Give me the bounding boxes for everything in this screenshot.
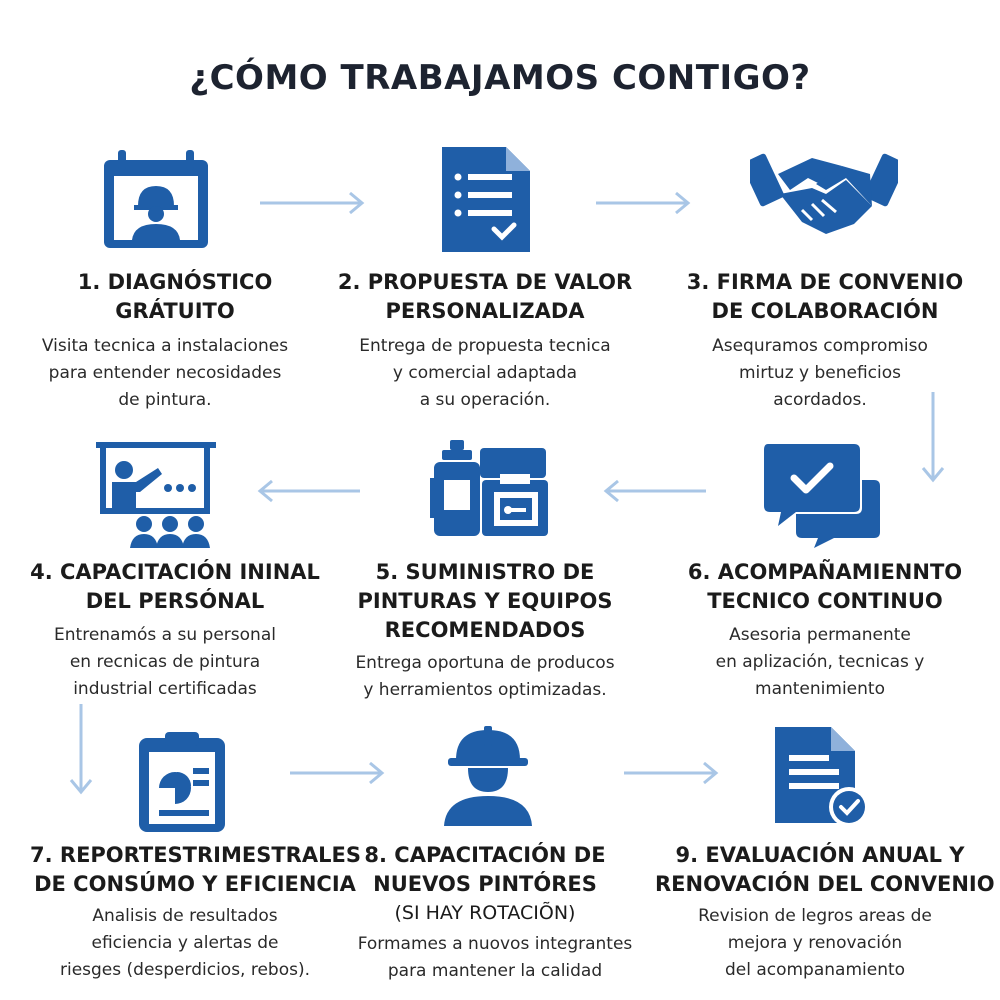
chat-check-icon [762, 442, 882, 548]
arrow-right-3 [288, 760, 388, 786]
clipboard-report-icon [135, 730, 229, 834]
paint-supplies-icon [430, 440, 550, 536]
arrow-left-2 [600, 478, 708, 504]
hardhat-worker-icon [438, 722, 538, 826]
arrow-right-4 [622, 760, 722, 786]
page-title: ¿CÓMO TRABAJAMOS CONTIGO? [189, 58, 811, 98]
training-presentation-icon [96, 442, 216, 550]
arrow-down-left [66, 702, 96, 798]
arrow-left-1 [254, 478, 362, 504]
document-approved-icon [775, 727, 875, 831]
arrow-right-2 [594, 190, 694, 216]
arrow-down-right [918, 390, 948, 486]
checklist-document-icon [442, 147, 530, 252]
calendar-worker-icon [100, 150, 212, 252]
handshake-icon [750, 150, 898, 240]
arrow-right-1 [258, 190, 368, 216]
